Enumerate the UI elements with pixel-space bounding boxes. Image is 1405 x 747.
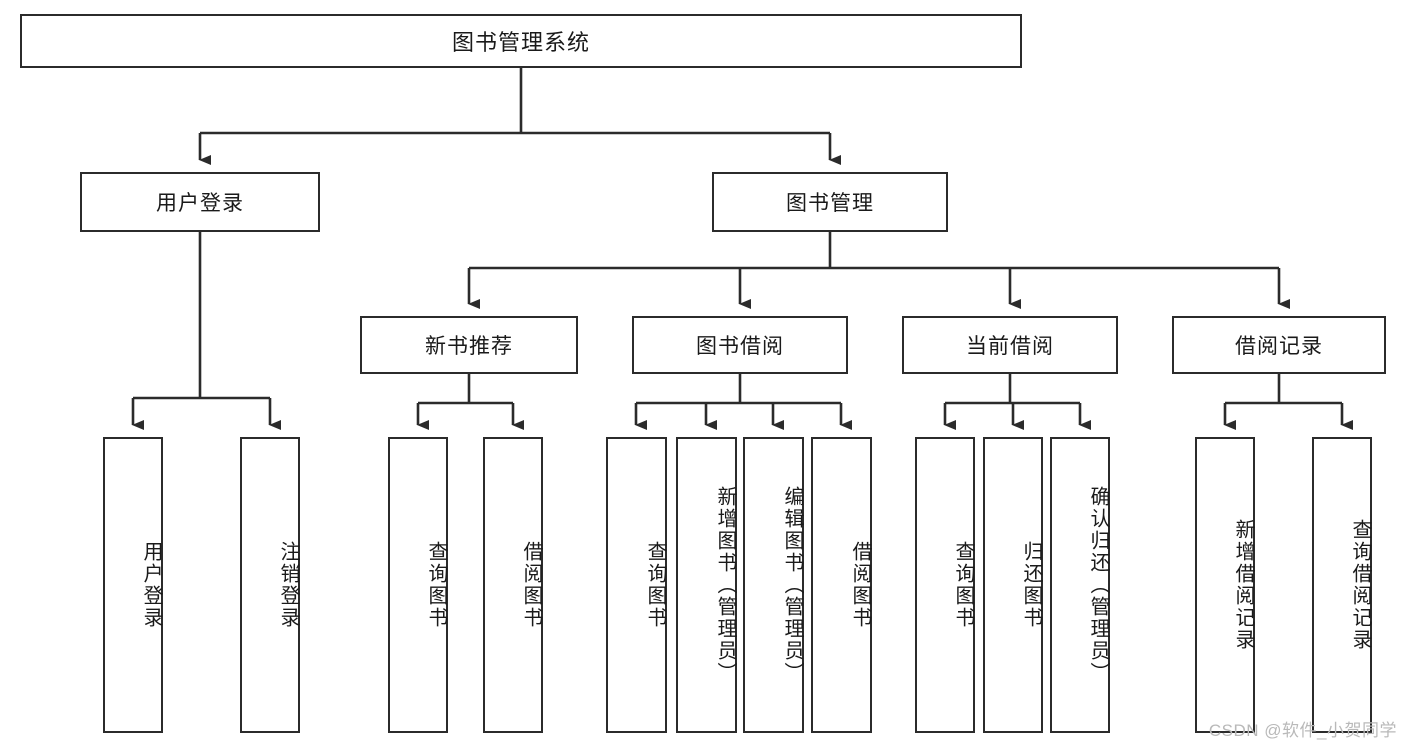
node-root-system[interactable]: 图书管理系统 [20, 14, 1022, 68]
leaf-add-book-admin[interactable]: 新增图书（管理员） [676, 437, 737, 733]
node-label: 查询图书 [644, 541, 666, 629]
node-label: 图书借阅 [696, 335, 784, 358]
watermark: CSDN @软件_小贺同学 [1208, 721, 1397, 740]
node-label: 查询图书 [425, 541, 447, 629]
leaf-return-book[interactable]: 归还图书 [983, 437, 1043, 733]
leaf-confirm-return-admin[interactable]: 确认归还（管理员） [1050, 437, 1110, 733]
node-borrow-record[interactable]: 借阅记录 [1172, 316, 1386, 374]
node-label: 新书推荐 [425, 335, 513, 358]
leaf-add-borrow-record[interactable]: 新增借阅记录 [1195, 437, 1255, 733]
leaf-borrow-book[interactable]: 借阅图书 [811, 437, 872, 733]
node-new-book-recommend[interactable]: 新书推荐 [360, 316, 578, 374]
node-label: 用户登录 [140, 541, 162, 629]
node-label: 新增图书（管理员） [714, 486, 736, 684]
node-label: 图书管理系统 [451, 30, 590, 55]
node-label: 归还图书 [1020, 541, 1042, 629]
node-current-borrow[interactable]: 当前借阅 [902, 316, 1118, 374]
node-label: 编辑图书（管理员） [781, 486, 803, 684]
node-label: 借阅记录 [1235, 335, 1323, 358]
node-label: 确认归还（管理员） [1087, 486, 1109, 684]
node-book-manage[interactable]: 图书管理 [712, 172, 948, 232]
leaf-borrow-book-recommend[interactable]: 借阅图书 [483, 437, 543, 733]
node-book-borrow[interactable]: 图书借阅 [632, 316, 848, 374]
node-label: 借阅图书 [520, 541, 542, 629]
leaf-user-logout[interactable]: 注销登录 [240, 437, 300, 733]
node-user-login[interactable]: 用户登录 [80, 172, 320, 232]
node-label: 注销登录 [277, 541, 299, 629]
leaf-edit-book-admin[interactable]: 编辑图书（管理员） [743, 437, 804, 733]
node-label: 用户登录 [156, 192, 244, 215]
node-label: 查询图书 [952, 541, 974, 629]
leaf-query-book-current[interactable]: 查询图书 [915, 437, 975, 733]
node-label: 查询借阅记录 [1349, 519, 1371, 651]
leaf-user-login[interactable]: 用户登录 [103, 437, 163, 733]
leaf-query-borrow-record[interactable]: 查询借阅记录 [1312, 437, 1372, 733]
node-label: 借阅图书 [849, 541, 871, 629]
node-label: 当前借阅 [966, 335, 1054, 358]
node-label: 图书管理 [786, 192, 874, 215]
leaf-query-book-recommend[interactable]: 查询图书 [388, 437, 448, 733]
node-label: 新增借阅记录 [1232, 519, 1254, 651]
leaf-query-book-borrow[interactable]: 查询图书 [606, 437, 667, 733]
